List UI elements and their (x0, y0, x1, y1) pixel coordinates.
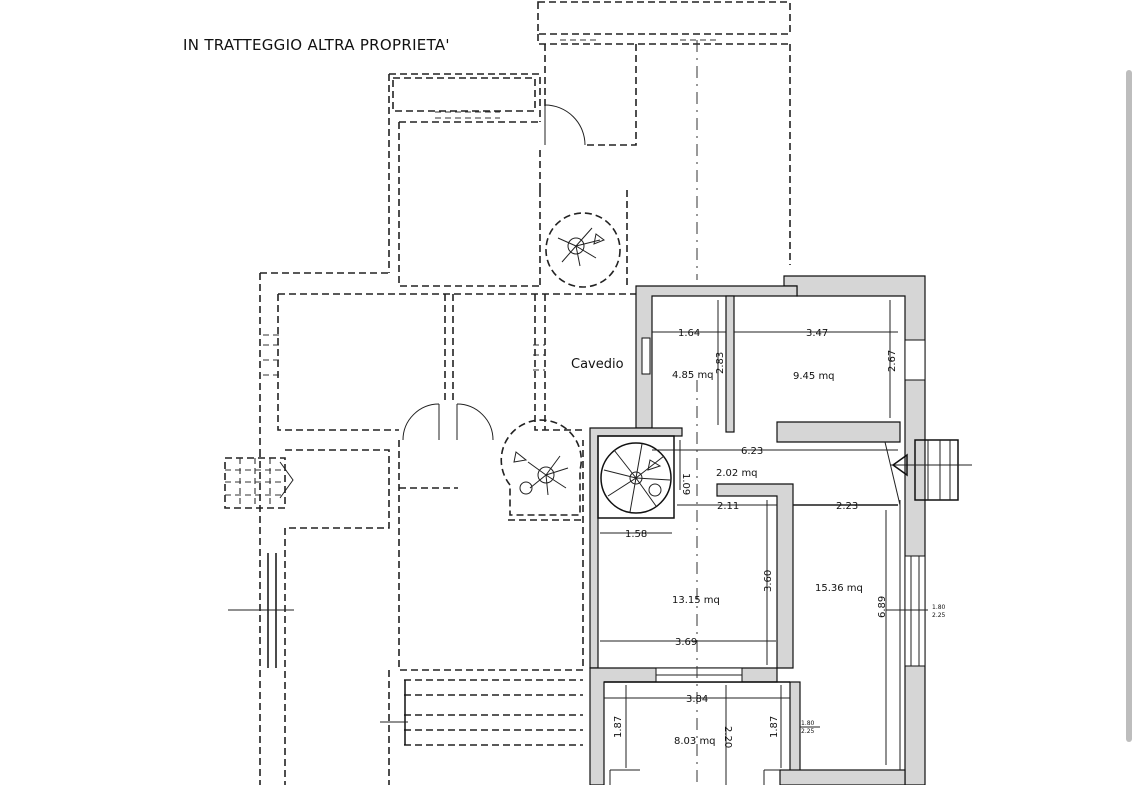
spiral-stair-upper (545, 212, 621, 288)
vertical-scrollbar[interactable] (1126, 70, 1132, 742)
room-area-5: 15.36 mq (815, 583, 863, 594)
dim-label: 1.87 (613, 716, 624, 738)
dim-label: 3.60 (763, 570, 774, 592)
dim-label: 1.58 (625, 529, 647, 540)
spiral-stair-main (600, 442, 672, 514)
window-size-top: 1.80 (801, 720, 815, 727)
property-walls (589, 275, 926, 785)
room-area-2: 9.45 mq (793, 371, 835, 382)
window-size-top: 1.80 (932, 604, 946, 611)
dim-label: 2.67 (887, 350, 898, 372)
dim-label: 2.20 (722, 726, 733, 748)
dim-label: 3.47 (806, 328, 828, 339)
spiral-stair-middle (500, 419, 583, 516)
neighbour-property-outline (224, 1, 791, 785)
room-area-3: 2.02 mq (716, 468, 758, 479)
entrance-steps-right (890, 439, 972, 770)
room-area-1: 4.85 mq (672, 370, 714, 381)
room-area-4: 13.15 mq (672, 595, 720, 606)
dim-label: 2.11 (717, 501, 739, 512)
dim-label: 1.87 (769, 716, 780, 738)
window-size-bottom: 2.25 (932, 612, 946, 619)
room-area-6: 8.03 mq (674, 736, 716, 747)
dim-label: 3.84 (686, 694, 708, 705)
dim-label: 2.23 (836, 501, 858, 512)
dim-label: 2.83 (715, 352, 726, 374)
dim-label: 6.89 (877, 596, 888, 618)
room-label-cavedio: Cavedio (571, 357, 624, 372)
dimension-lines (600, 300, 928, 785)
dim-label: 3.69 (675, 637, 697, 648)
dim-label: 1.64 (678, 328, 700, 339)
dim-label: 1.09 (680, 473, 691, 495)
other-property-note: IN TRATTEGGIO ALTRA PROPRIETA' (183, 36, 450, 54)
window-size-bottom: 2.25 (801, 728, 815, 735)
dim-label: 6.23 (741, 446, 763, 457)
